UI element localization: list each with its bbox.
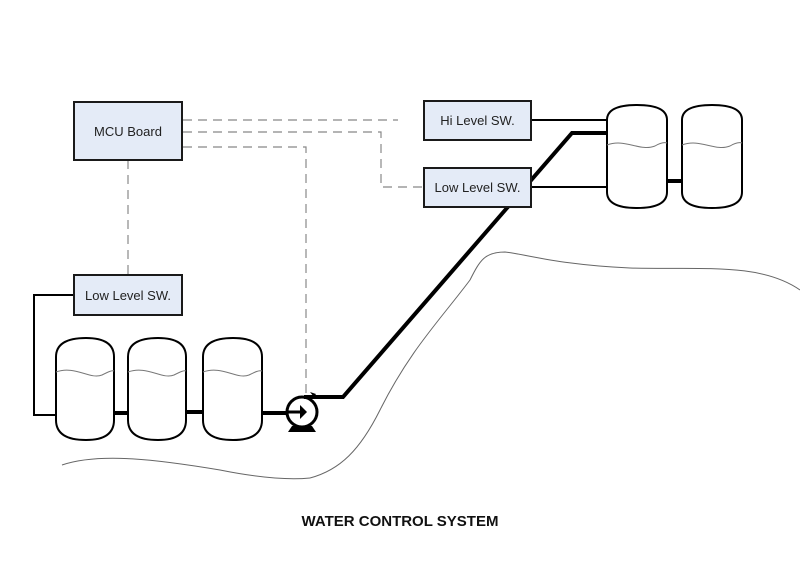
lower-tank-connectors <box>114 410 288 415</box>
dashed-line-to-upper-low-level-sw <box>183 131 423 188</box>
water-level-3 <box>202 369 263 377</box>
hi-level-switch-label: Hi Level SW. <box>440 113 515 128</box>
lower-water-levels <box>55 369 263 377</box>
water-level-2 <box>127 369 187 377</box>
terrain-ground-line <box>61 457 311 480</box>
upper-water-levels <box>606 142 743 148</box>
lower-tank-2 <box>127 336 187 442</box>
water-level-upper-2 <box>681 142 743 148</box>
water-level-upper-1 <box>606 142 668 148</box>
pump-icon <box>285 392 319 432</box>
terrain-slope-line <box>309 251 800 479</box>
hi-level-switch-box: Hi Level SW. <box>423 100 532 141</box>
lower-sensor-wire <box>33 294 74 416</box>
upper-low-level-switch-label: Low Level SW. <box>434 180 521 195</box>
delivery-pipe <box>304 131 608 399</box>
dashed-line-to-pump <box>183 146 307 398</box>
mcu-board-label: MCU Board <box>94 123 162 139</box>
lower-low-level-switch-label: Low Level SW. <box>85 287 171 303</box>
lower-tank-1 <box>55 336 115 442</box>
lower-tanks <box>55 336 263 442</box>
lower-tank-3 <box>202 336 263 442</box>
mcu-board-box: MCU Board <box>73 101 183 161</box>
control-signal-lines <box>127 119 423 398</box>
upper-tank-2 <box>681 103 743 210</box>
upper-tank-1 <box>606 103 668 210</box>
upper-low-level-switch-box: Low Level SW. <box>423 167 532 208</box>
lower-low-level-switch-box: Low Level SW. <box>73 274 183 316</box>
diagram-title: WATER CONTROL SYSTEM <box>301 513 499 530</box>
upper-tanks <box>606 103 743 210</box>
water-level-1 <box>55 369 115 377</box>
